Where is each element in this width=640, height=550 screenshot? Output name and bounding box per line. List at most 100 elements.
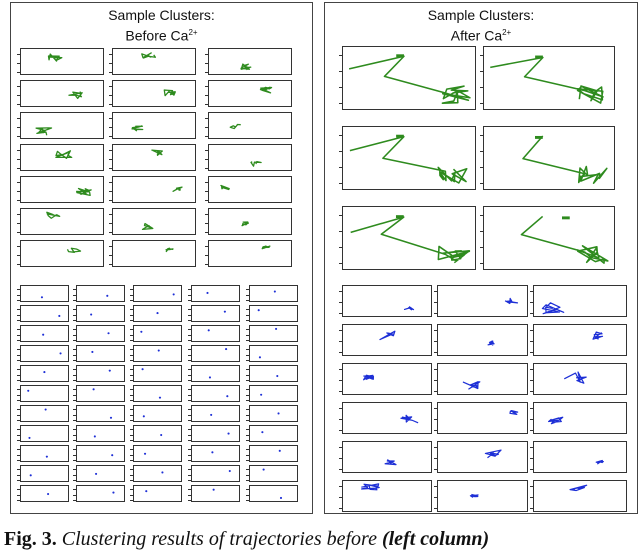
green-trajectory-plot	[17, 112, 104, 139]
blue-trajectory-plot	[530, 285, 627, 317]
blue-dot-plot	[130, 405, 182, 422]
trajectory-point	[142, 415, 145, 418]
trajectory-point	[47, 492, 50, 496]
blue-dot-plot	[188, 485, 240, 502]
caption-emphasis: (left column)	[381, 528, 490, 550]
trajectory-point	[261, 431, 264, 434]
blue-dot-plot	[130, 385, 182, 402]
blue-dot-plot	[17, 485, 69, 502]
trajectory-point	[258, 356, 261, 359]
trajectory-point	[277, 412, 280, 415]
blue-dot-plot	[17, 445, 69, 462]
green-trajectory-plot	[205, 240, 292, 267]
trajectory-point	[262, 468, 265, 471]
blue-dot-plot	[130, 485, 182, 502]
figure-caption: Fig. 3. Clustering results of trajectori…	[4, 528, 640, 550]
trajectory-point	[143, 452, 147, 455]
blue-trajectory-plot	[530, 480, 627, 512]
trajectory-path	[250, 160, 262, 167]
trajectory-point	[112, 491, 115, 494]
blue-dot-plot	[246, 445, 298, 462]
trajectory-point	[90, 313, 93, 316]
blue-dot-plot	[246, 365, 298, 382]
green-trajectory-plot	[205, 176, 292, 203]
green-trajectory-plot	[205, 80, 292, 107]
trajectory-path	[487, 340, 495, 346]
trajectory-path	[403, 306, 415, 311]
trajectory-path	[379, 330, 396, 341]
green-trajectory-plot	[109, 240, 196, 267]
trajectory-point	[107, 332, 110, 335]
right-title-line1: Sample Clusters:	[427, 7, 535, 23]
trajectory-path	[504, 297, 519, 305]
trajectory-marker	[396, 134, 404, 138]
trajectory-point	[279, 496, 283, 500]
blue-dot-plot	[188, 405, 240, 422]
trajectory-point	[91, 350, 94, 354]
blue-dot-plot	[73, 445, 125, 462]
trajectory-point	[109, 416, 113, 419]
green-trajectory-plot	[205, 48, 292, 75]
blue-trajectory-plot	[434, 285, 528, 317]
blue-trajectory-plot	[530, 324, 627, 356]
trajectory-marker	[562, 216, 570, 220]
caption-text: Clustering results of trajectories befor…	[56, 528, 382, 550]
blue-dot-plot	[188, 325, 240, 342]
trajectory-path	[384, 459, 397, 466]
blue-dot-plot	[17, 345, 69, 362]
trajectory-point	[210, 413, 213, 416]
trajectory-point	[260, 393, 263, 396]
blue-dot-plot	[130, 465, 182, 482]
left-panel-title: Sample Clusters: Before Ca2+	[11, 7, 312, 45]
blue-trajectory-plot	[530, 363, 627, 395]
blue-dot-plot	[73, 465, 125, 482]
blue-dot-plot	[17, 325, 69, 342]
trajectory-point	[59, 352, 62, 355]
green-trajectory-plot	[17, 240, 104, 267]
trajectory-path	[151, 149, 163, 156]
trajectory-marker	[396, 54, 404, 58]
blue-trajectory-plot	[434, 363, 528, 395]
blue-dot-plot	[188, 465, 240, 482]
trajectory-path	[569, 484, 588, 492]
trajectory-point	[225, 348, 228, 351]
trajectory-point	[226, 395, 229, 398]
blue-dot-plot	[73, 485, 125, 502]
blue-trajectory-plot	[434, 402, 528, 434]
trajectory-point	[275, 327, 278, 330]
trajectory-path	[350, 216, 471, 264]
blue-dot-plot	[130, 325, 182, 342]
trajectory-marker	[535, 135, 543, 139]
blue-dot-plot	[73, 305, 125, 322]
green-trajectory-plot	[109, 208, 196, 235]
blue-dot-plot	[17, 305, 69, 322]
trajectory-path	[522, 135, 608, 184]
green-trajectory-plot	[109, 112, 196, 139]
trajectory-point	[111, 454, 114, 457]
blue-dot-plot	[73, 385, 125, 402]
green-trajectory-plot	[17, 176, 104, 203]
blue-trajectory-plot	[339, 363, 432, 395]
green-trajectory-plot	[109, 48, 196, 75]
blue-dot-plot	[73, 365, 125, 382]
blue-dot-plot	[246, 385, 298, 402]
blue-dot-plot	[17, 405, 69, 422]
blue-dot-plot	[246, 405, 298, 422]
blue-dot-plot	[73, 405, 125, 422]
right-title-line2: After Ca	[450, 27, 503, 44]
blue-trajectory-plot	[530, 441, 627, 473]
blue-dot-plot	[246, 285, 298, 302]
trajectory-path	[46, 211, 61, 219]
blue-dot-plot	[73, 425, 125, 442]
trajectory-point	[42, 333, 45, 336]
trajectory-path	[163, 89, 176, 97]
trajectory-path	[349, 135, 468, 184]
blue-dot-plot	[246, 465, 298, 482]
blue-dot-plot	[188, 385, 240, 402]
trajectory-path	[68, 91, 83, 100]
trajectory-path	[141, 52, 157, 59]
green-trajectory-plot	[17, 48, 104, 75]
trajectory-point	[156, 312, 159, 315]
blue-dot-plot	[17, 285, 69, 302]
green-zigzag-plot	[339, 46, 476, 110]
